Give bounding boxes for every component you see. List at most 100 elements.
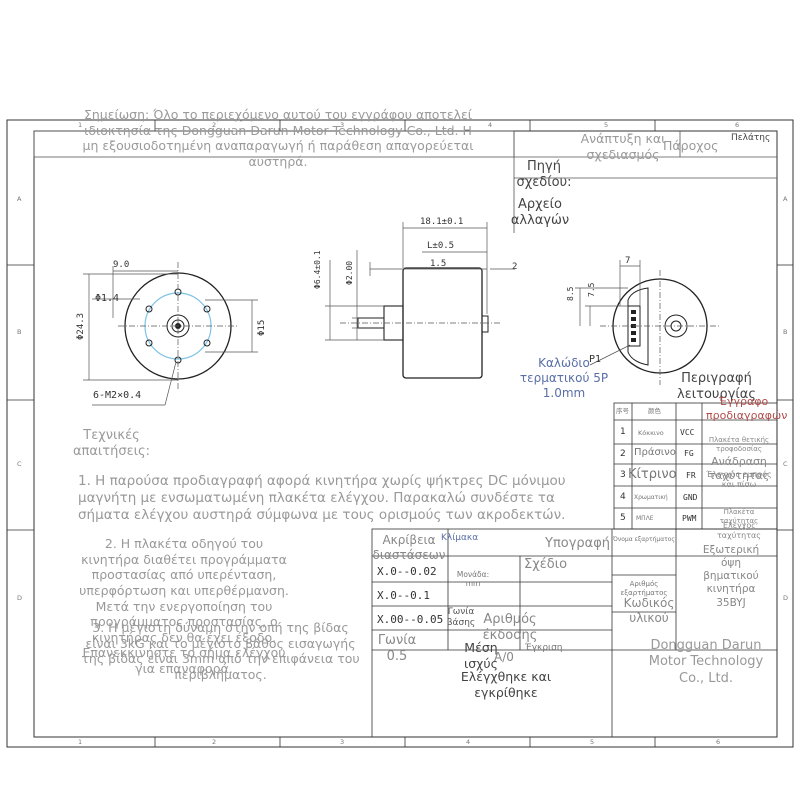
change-file-label: Αρχείο αλλαγών bbox=[510, 197, 570, 229]
zone-row-c-left: C bbox=[17, 460, 22, 468]
side-connector bbox=[481, 315, 489, 333]
front-dim-9: 9.0 bbox=[113, 260, 130, 270]
zone-col-4-top: 4 bbox=[488, 121, 493, 129]
zone-row-d-left: D bbox=[17, 594, 23, 602]
approval-label: Έγκριση bbox=[525, 643, 563, 653]
side-dim-2: 2 bbox=[512, 262, 518, 272]
wire-row-4-signal: GND bbox=[683, 493, 698, 502]
rear-dim-85: 8.5 bbox=[566, 286, 575, 301]
wire-table-grid bbox=[613, 402, 778, 530]
side-dim-L: L±0.5 bbox=[427, 241, 455, 251]
zone-col-3-bottom: 3 bbox=[340, 738, 345, 746]
side-dim-181: 18.1±0.1 bbox=[420, 217, 464, 227]
front-dim-phi14: Φ1.4 bbox=[95, 293, 120, 304]
side-dim-15: 1.5 bbox=[430, 259, 447, 269]
zone-col-5-top: 5 bbox=[604, 121, 609, 129]
zone-col-1-bottom: 1 bbox=[78, 738, 83, 746]
wire-row-5-color: ΜΠΛΕ bbox=[636, 515, 654, 522]
wire-row-2-color: Πράσινο bbox=[634, 447, 676, 458]
requirement-1: 1. Η παρούσα προδιαγραφή αφορά κινητήρα … bbox=[78, 473, 566, 523]
func-desc-header: Περιγραφή λειτουργίας bbox=[677, 371, 756, 403]
rear-pcb-outline bbox=[627, 287, 649, 366]
requirement-2: 2. Η πλακέτα οδηγού του κινητήρα διαθέτε… bbox=[79, 536, 289, 676]
angle-label: Γωνία 0.5 bbox=[377, 633, 417, 665]
rear-dim-75: 7.5 bbox=[587, 282, 596, 297]
top-title-strip bbox=[33, 130, 777, 233]
wire-row-1-color: Κόκκινο bbox=[638, 429, 664, 437]
zone-row-a-right: A bbox=[783, 195, 788, 203]
front-dim-phi15: Φ15 bbox=[257, 319, 267, 336]
base-angle-label: Γωνία βάσης bbox=[446, 607, 476, 629]
function-5: Έλεγχος ταχύτητας bbox=[716, 521, 761, 540]
rear-cable-label: Καλώδιο τερματικού 5P 1.0mm bbox=[519, 356, 609, 400]
zone-row-d-right: D bbox=[783, 594, 789, 602]
side-dim-phi2: Φ2.00 bbox=[345, 260, 354, 285]
rear-p1-label: P1 bbox=[589, 354, 602, 365]
wire-row-1-no: 1 bbox=[620, 427, 626, 437]
function-4: Πλακέτα ταχύτητας bbox=[719, 508, 759, 525]
zone-row-b-right: B bbox=[783, 328, 788, 336]
wire-row-2-no: 2 bbox=[620, 449, 626, 459]
zone-col-1-top: 1 bbox=[78, 121, 83, 129]
bottom-title-block-grid bbox=[371, 528, 778, 738]
zone-col-4-bottom: 4 bbox=[466, 738, 471, 746]
requirement-3: 3. Η μέγιστη δύναμη στην οπή της βίδας ε… bbox=[81, 620, 360, 682]
side-dim-phi64: Φ6.4±0.1 bbox=[313, 250, 322, 289]
zone-row-c-right: C bbox=[783, 460, 788, 468]
func-desc-overlay: Έγγραφο προδιαγραφών bbox=[706, 395, 788, 422]
front-dimension-lines bbox=[83, 262, 258, 406]
front-dim-phi243: Φ24.3 bbox=[76, 312, 86, 340]
wire-row-1-signal: VCC bbox=[680, 428, 695, 437]
wire-row-5-no: 5 bbox=[620, 513, 626, 523]
zone-col-5-bottom: 5 bbox=[590, 738, 595, 746]
outer-frame bbox=[6, 119, 794, 748]
development-label: Ανάπτυξη και σχεδιασμός bbox=[580, 131, 666, 162]
avg-force-label: Μέση ισχύς bbox=[464, 640, 498, 671]
rear-view bbox=[575, 260, 720, 385]
front-view bbox=[83, 262, 258, 406]
wire-table-header-no: 序号 bbox=[616, 407, 629, 415]
unit-label: Μονάδα: mm bbox=[456, 570, 490, 589]
zone-row-b-left: B bbox=[17, 328, 22, 336]
wire-row-2-signal: FG bbox=[684, 449, 694, 458]
tolerance-3: X.00--0.05 bbox=[377, 613, 444, 626]
tolerance-1: X.0--0.02 bbox=[377, 565, 437, 578]
rear-hub-outer bbox=[664, 314, 688, 338]
supplier-label: Πάροχος bbox=[663, 138, 719, 153]
zone-ticks bbox=[7, 120, 793, 747]
part-number-label: Αριθμός εξαρτήματος bbox=[620, 580, 668, 597]
material-code-label: Κωδικός υλικού bbox=[623, 596, 675, 625]
company-name: Dongguan Darun Motor Technology Co., Ltd… bbox=[648, 638, 764, 686]
wire-row-3-no: 3 bbox=[620, 470, 626, 480]
rear-dimension-lines bbox=[575, 260, 720, 385]
zone-col-6-bottom: 6 bbox=[716, 738, 721, 746]
function-1: Πλακέτα θετικής τροφοδοσίας bbox=[708, 436, 770, 453]
front-holes-label: 6-M2×0.4 bbox=[93, 390, 142, 401]
customer-label: Πελάτης bbox=[731, 133, 771, 143]
wire-row-5-signal: PWM bbox=[682, 514, 697, 523]
function-2: Ανάδραση ταχύτητας bbox=[708, 455, 770, 482]
zone-col-2-bottom: 2 bbox=[212, 738, 217, 746]
rear-dim-7: 7 bbox=[625, 256, 631, 266]
drawing-title: Εξωτερική όψη βηματικού κινητήρα 35BYJ bbox=[702, 544, 760, 609]
scale-label: Κλίμακα bbox=[441, 533, 479, 543]
wire-row-4-color: Χρωματική bbox=[634, 494, 668, 501]
function-3: Έλεγχος εμπρός και πίσω bbox=[706, 470, 772, 489]
design-label: Σχέδιο bbox=[524, 557, 568, 572]
checked-label: Ελέγχθηκε και εγκρίθηκε bbox=[460, 669, 552, 700]
signature-label: Υπογραφή bbox=[545, 536, 611, 551]
drawing-source-label: Πηγή σχεδίου: bbox=[516, 159, 572, 191]
side-view bbox=[325, 222, 515, 379]
zone-col-2-top: 2 bbox=[212, 121, 217, 129]
version-label: A/0 bbox=[494, 650, 514, 664]
wire-row-3-signal: FR bbox=[686, 471, 696, 480]
zone-row-a-left: A bbox=[17, 195, 22, 203]
tolerance-2: X.0--0.1 bbox=[377, 589, 430, 602]
zone-col-6-top: 6 bbox=[735, 121, 740, 129]
precision-label: Ακρίβεια διαστάσεων bbox=[372, 533, 446, 562]
zone-col-3-top: 3 bbox=[340, 121, 345, 129]
side-dimension-lines bbox=[325, 222, 515, 341]
wire-table-header-color: 颜色 bbox=[648, 407, 661, 415]
issue-number-label: Αριθμός έκδοσης bbox=[482, 612, 538, 644]
